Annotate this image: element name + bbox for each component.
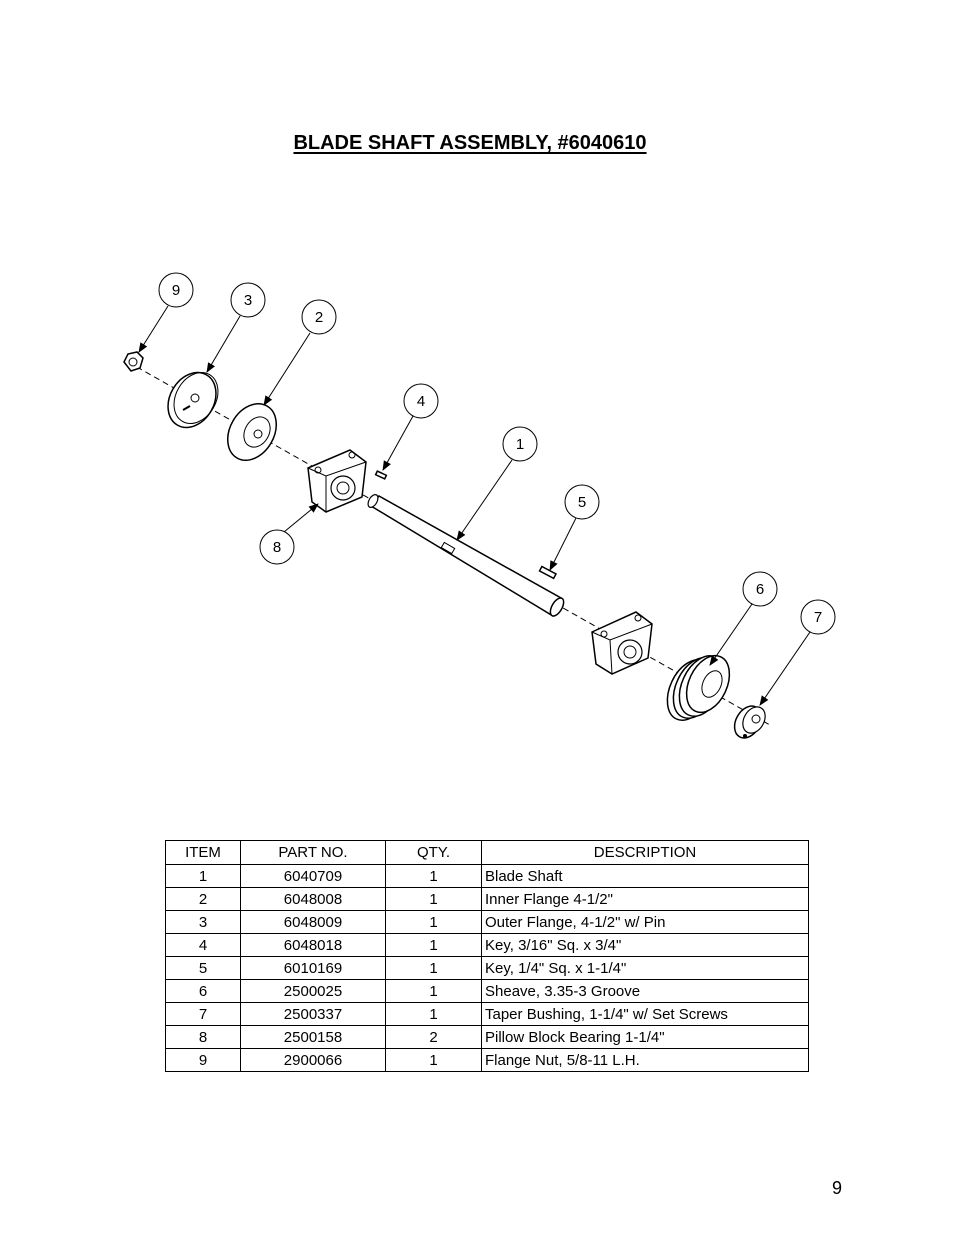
- leader-7: [759, 631, 811, 706]
- header-qty: QTY.: [385, 840, 482, 865]
- cell-part-no: 6010169: [240, 956, 386, 980]
- cell-qty: 1: [385, 933, 482, 957]
- parts-table: ITEM PART NO. QTY. DESCRIPTION 1 6040709…: [165, 840, 809, 1072]
- cell-part-no: 2500337: [240, 1002, 386, 1026]
- callout-6: 6: [742, 571, 778, 607]
- cell-item: 5: [165, 956, 241, 980]
- cell-description: Inner Flange 4-1/2": [481, 887, 809, 911]
- cell-qty: 1: [385, 887, 482, 911]
- header-description: DESCRIPTION: [481, 840, 809, 865]
- exploded-assembly-diagram: 9 3 2 4 1 5 8 6 7: [123, 272, 836, 739]
- part-taper-bushing: [733, 705, 766, 739]
- leader-8: [283, 503, 319, 533]
- cell-part-no: 2900066: [240, 1048, 386, 1072]
- cell-part-no: 6048009: [240, 910, 386, 934]
- cell-item: 6: [165, 979, 241, 1003]
- part-blade-shaft: [367, 494, 565, 618]
- part-sheave: [666, 654, 731, 721]
- table-row: 8 2500158 2 Pillow Block Bearing 1-1/4": [165, 1025, 809, 1049]
- svg-text:3: 3: [244, 292, 252, 309]
- table-row: 7 2500337 1 Taper Bushing, 1-1/4" w/ Set…: [165, 1002, 809, 1026]
- leader-6: [709, 603, 753, 666]
- svg-text:7: 7: [814, 609, 822, 626]
- part-pillow-block-right: [591, 611, 653, 675]
- cell-description: Pillow Block Bearing 1-1/4": [481, 1025, 809, 1049]
- cell-item: 3: [165, 910, 241, 934]
- svg-text:1: 1: [516, 436, 524, 453]
- leader-4: [382, 415, 414, 471]
- cell-qty: 1: [385, 910, 482, 934]
- svg-text:6: 6: [756, 581, 764, 598]
- callout-8: 8: [259, 529, 295, 565]
- cell-qty: 1: [385, 979, 482, 1003]
- part-outer-flange: [167, 371, 219, 429]
- cell-description: Flange Nut, 5/8-11 L.H.: [481, 1048, 809, 1072]
- table-row: 6 2500025 1 Sheave, 3.35-3 Groove: [165, 979, 809, 1003]
- cell-qty: 1: [385, 1002, 482, 1026]
- callout-5: 5: [564, 484, 600, 520]
- callout-1: 1: [502, 426, 538, 462]
- cell-part-no: 6048008: [240, 887, 386, 911]
- cell-item: 7: [165, 1002, 241, 1026]
- leader-5: [549, 517, 577, 571]
- part-pillow-block-left: [307, 449, 367, 513]
- page-title: BLADE SHAFT ASSEMBLY, #6040610: [293, 132, 647, 154]
- table-header-row: ITEM PART NO. QTY. DESCRIPTION: [165, 840, 809, 865]
- header-part-no: PART NO.: [240, 840, 386, 865]
- svg-text:9: 9: [172, 282, 180, 299]
- svg-text:2: 2: [315, 309, 323, 326]
- part-inner-flange: [227, 403, 277, 461]
- cell-item: 2: [165, 887, 241, 911]
- leader-3: [206, 315, 241, 373]
- table-row: 1 6040709 1 Blade Shaft: [165, 864, 809, 888]
- table-row: 3 6048009 1 Outer Flange, 4-1/2" w/ Pin: [165, 910, 809, 934]
- cell-part-no: 2500158: [240, 1025, 386, 1049]
- cell-qty: 1: [385, 864, 482, 888]
- callout-4: 4: [403, 383, 439, 419]
- cell-part-no: 2500025: [240, 979, 386, 1003]
- cell-item: 1: [165, 864, 241, 888]
- cell-qty: 2: [385, 1025, 482, 1049]
- cell-description: Key, 3/16" Sq. x 3/4": [481, 933, 809, 957]
- cell-description: Taper Bushing, 1-1/4" w/ Set Screws: [481, 1002, 809, 1026]
- cell-description: Sheave, 3.35-3 Groove: [481, 979, 809, 1003]
- leader-1: [456, 459, 513, 541]
- part-flange-nut: [123, 351, 144, 372]
- cell-item: 9: [165, 1048, 241, 1072]
- cell-qty: 1: [385, 956, 482, 980]
- svg-text:4: 4: [417, 393, 425, 410]
- cell-part-no: 6040709: [240, 864, 386, 888]
- part-key-small: [374, 470, 388, 480]
- callout-2: 2: [301, 299, 337, 335]
- leader-2: [263, 332, 311, 406]
- cell-description: Outer Flange, 4-1/2" w/ Pin: [481, 910, 809, 934]
- table-row: 9 2900066 1 Flange Nut, 5/8-11 L.H.: [165, 1048, 809, 1072]
- cell-qty: 1: [385, 1048, 482, 1072]
- table-row: 5 6010169 1 Key, 1/4" Sq. x 1-1/4": [165, 956, 809, 980]
- cell-item: 8: [165, 1025, 241, 1049]
- leader-9: [138, 305, 169, 353]
- page-number: 9: [831, 1178, 842, 1198]
- svg-text:8: 8: [273, 539, 281, 556]
- cell-item: 4: [165, 933, 241, 957]
- callout-9: 9: [158, 272, 194, 308]
- part-key-large: [538, 565, 558, 580]
- callout-7: 7: [800, 599, 836, 635]
- table-row: 4 6048018 1 Key, 3/16" Sq. x 3/4": [165, 933, 809, 957]
- cell-description: Blade Shaft: [481, 864, 809, 888]
- cell-description: Key, 1/4" Sq. x 1-1/4": [481, 956, 809, 980]
- cell-part-no: 6048018: [240, 933, 386, 957]
- header-item: ITEM: [165, 840, 241, 865]
- table-row: 2 6048008 1 Inner Flange 4-1/2": [165, 887, 809, 911]
- svg-text:5: 5: [578, 494, 586, 511]
- callout-3: 3: [230, 282, 266, 318]
